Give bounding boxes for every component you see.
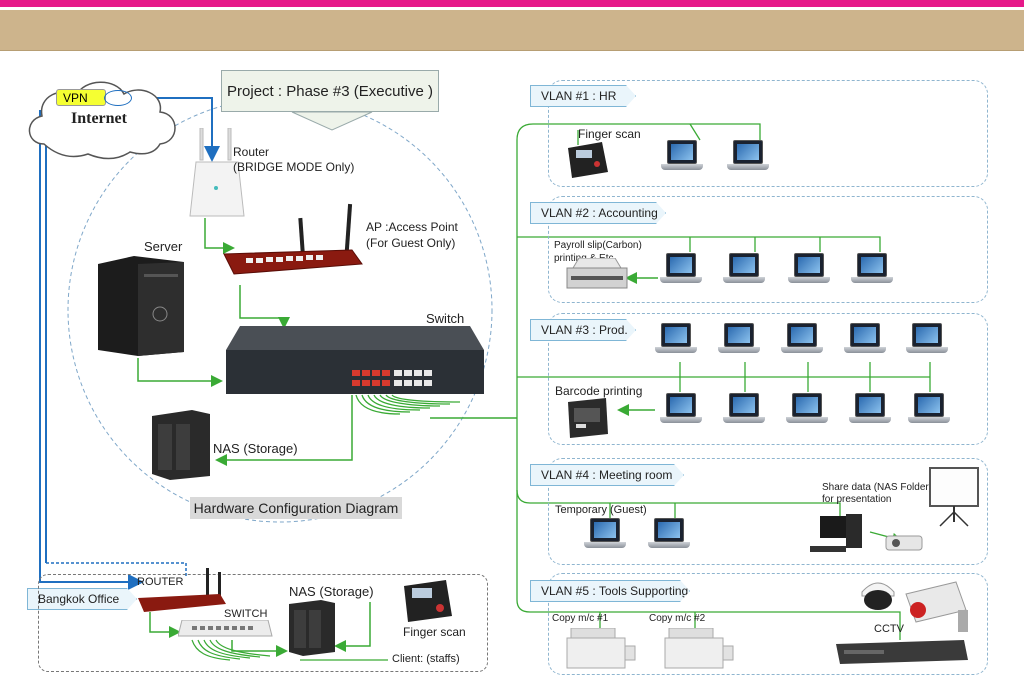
copy-machine-icon xyxy=(664,628,734,669)
vlan1-finger-scan-label: Finger scan xyxy=(578,127,641,141)
vlan1-laptop-icon xyxy=(727,140,769,178)
vlan2-laptop-icon xyxy=(660,253,702,291)
finger-scan-icon xyxy=(568,142,608,178)
phase-title: Project : Phase #3 (Executive ) xyxy=(227,82,433,100)
vlan3-laptop-icon xyxy=(723,393,765,431)
bangkok-office-tag: Bangkok Office xyxy=(27,588,137,610)
vlan-4-container xyxy=(548,458,988,565)
branch-switch-icon xyxy=(178,620,273,637)
vlan5-cctv-label: CCTV xyxy=(874,623,904,635)
branch-finger-scan-label: Finger scan xyxy=(403,625,466,639)
header-bar xyxy=(0,10,1024,51)
router-mode-label: (BRIDGE MODE Only) xyxy=(233,160,355,174)
branch-nas-label: NAS (Storage) xyxy=(289,584,374,599)
nas-icon xyxy=(152,410,210,480)
branch-router-icon xyxy=(138,568,226,612)
projector-icon xyxy=(885,535,923,551)
vlan-2-container xyxy=(548,196,988,303)
router-icon xyxy=(189,128,245,217)
vlan5-copy2-label: Copy m/c #2 xyxy=(649,613,706,624)
access-point-icon xyxy=(223,203,363,275)
vlan3-laptop-icon xyxy=(781,323,823,361)
branch-switch-label: SWITCH xyxy=(224,608,268,620)
vlan-1-container xyxy=(548,80,988,187)
server-label: Server xyxy=(144,239,183,254)
dome-camera-icon xyxy=(861,582,895,610)
bangkok-office-container xyxy=(38,574,488,672)
vlan3-laptop-icon xyxy=(849,393,891,431)
vlan-4-tag: VLAN #4 : Meeting room xyxy=(530,464,684,486)
bullet-camera-icon xyxy=(905,581,968,632)
top-accent-bar xyxy=(0,0,1024,7)
vlan4-share-label-2: for presentation xyxy=(822,494,892,505)
router-label: Router xyxy=(233,145,270,159)
ap-note-label: (For Guest Only) xyxy=(366,236,456,250)
vlan-2-tag: VLAN #2 : Accounting xyxy=(530,202,666,224)
vlan-3-tag: VLAN #3 : Prod. xyxy=(530,319,636,341)
vlan3-laptop-icon xyxy=(844,323,886,361)
vlan3-barcode-label: Barcode printing xyxy=(555,384,643,398)
branch-finger-scan-icon xyxy=(404,580,452,622)
vlan-5-tag: VLAN #5 : Tools Supporting xyxy=(530,580,690,602)
vlan2-laptop-icon xyxy=(851,253,893,291)
cctv-recorder-icon xyxy=(836,640,968,664)
server-icon xyxy=(98,256,184,356)
switch-icon xyxy=(226,326,484,394)
desktop-computer-icon xyxy=(810,514,862,552)
switch-label: Switch xyxy=(426,311,465,326)
vpn-badge: VPN xyxy=(56,89,106,106)
branch-client-label: Client: (staffs) xyxy=(392,653,460,665)
phase-title-box: Project : Phase #3 (Executive ) xyxy=(221,70,439,112)
vlan-5-container xyxy=(548,573,988,675)
vlan3-laptop-icon xyxy=(906,323,948,361)
projector-screen-icon xyxy=(929,467,979,527)
vlan-3-container xyxy=(548,313,988,445)
copy-machine-icon xyxy=(566,628,636,669)
vlan2-laptop-icon xyxy=(723,253,765,291)
branch-nas-icon xyxy=(289,600,335,656)
vlan3-laptop-icon xyxy=(655,323,697,361)
barcode-printer-icon xyxy=(568,398,608,438)
vlan4-laptop-icon xyxy=(648,518,690,556)
dot-matrix-printer-icon xyxy=(566,258,628,289)
vlan1-laptop-icon xyxy=(661,140,703,178)
branch-router-label: ROUTER xyxy=(137,576,184,588)
vlan4-share-label: Share data (NAS Folder), xyxy=(822,482,935,493)
vpn-tunnel-icon xyxy=(104,90,132,106)
vlan2-payroll-label: Payroll slip(Carbon) xyxy=(554,240,642,251)
ap-label: AP :Access Point xyxy=(366,220,458,234)
nas-label: NAS (Storage) xyxy=(213,441,298,456)
vlan3-laptop-icon xyxy=(786,393,828,431)
diagram-title: Hardware Configuration Diagram xyxy=(190,497,402,519)
vlan-1-tag: VLAN #1 : HR xyxy=(530,85,636,107)
vlan2-laptop-icon xyxy=(788,253,830,291)
vlan5-copy1-label: Copy m/c #1 xyxy=(552,613,609,624)
vlan4-laptop-icon xyxy=(584,518,626,556)
vlan3-laptop-icon xyxy=(660,393,702,431)
vlan4-guest-label: Temporary (Guest) xyxy=(555,504,647,516)
vlan3-laptop-icon xyxy=(908,393,950,431)
internet-label: Internet xyxy=(71,110,127,127)
vlan3-laptop-icon xyxy=(718,323,760,361)
